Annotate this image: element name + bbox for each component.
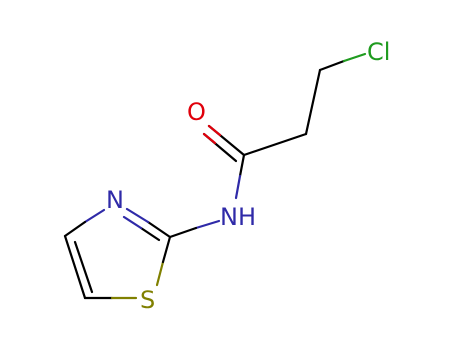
bond-c-carbonyl bbox=[242, 132, 308, 157]
bond-n3-c4 bbox=[63, 220, 87, 238]
bond-n-c2-blue bbox=[194, 219, 221, 230]
bond-carbonyl-o-red-b bbox=[202, 132, 217, 145]
bond-c2-n3-b-blue bbox=[122, 215, 143, 230]
atom-sulfur-label: S bbox=[140, 286, 155, 314]
bond-n3-c4-blue bbox=[83, 208, 106, 224]
bond-c4-c5-b bbox=[73, 240, 94, 294]
atom-amide-nitrogen-label: NH bbox=[220, 203, 256, 231]
bond-s-c2 bbox=[161, 235, 172, 264]
bond-c-c-upper bbox=[304, 68, 322, 136]
bond-carbonyl-n bbox=[238, 153, 246, 178]
bond-carbonyl-n-blue bbox=[234, 174, 242, 200]
bond-cl-c bbox=[318, 59, 346, 72]
atom-chlorine-label: Cl bbox=[367, 38, 390, 66]
bond-c2-n3-a bbox=[146, 220, 172, 239]
atom-ring-nitrogen-label: N bbox=[106, 186, 124, 214]
bond-c2-n3-a-blue bbox=[125, 207, 150, 224]
bond-n-c2 bbox=[168, 226, 198, 239]
bond-s-c2-olive bbox=[155, 260, 165, 287]
bond-cl-c-green bbox=[342, 52, 367, 63]
bond-c2-n3-b bbox=[139, 226, 161, 242]
bond-carbonyl-o-red-a bbox=[207, 124, 222, 137]
bond-c4-c5-a bbox=[63, 234, 87, 300]
atom-oxygen-label: O bbox=[187, 98, 206, 126]
